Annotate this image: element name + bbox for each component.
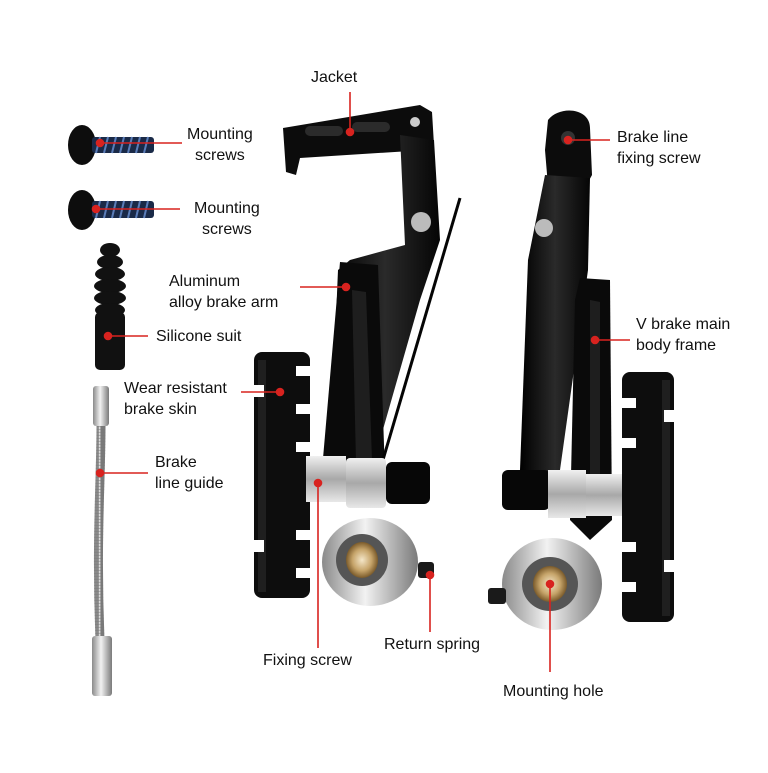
silicone-suit-boot: [94, 243, 126, 370]
label-line-1: Mounting: [187, 126, 253, 143]
label-line-2: screws: [202, 221, 252, 238]
brake-line-guide-noodle: [92, 386, 112, 696]
label-line-2: screws: [195, 147, 245, 164]
label-line-2: brake skin: [124, 401, 197, 418]
leader-lines: [91, 92, 630, 672]
label-jacket: Jacket: [311, 69, 358, 86]
label-line-1: Mounting: [194, 200, 260, 217]
mounting-screw-top: [68, 125, 154, 165]
label-fixing-screw: Fixing screw: [263, 652, 352, 669]
label-brake-line-fixing-screw: Brake line fixing screw: [617, 127, 701, 169]
label-silicone-suit: Silicone suit: [156, 328, 242, 345]
label-mounting-screws-bottom: Mounting screws: [194, 198, 260, 240]
label-line-1: Brake line: [617, 129, 689, 146]
label-line-1: Aluminum: [169, 273, 241, 290]
label-line-2: alloy brake arm: [169, 294, 279, 311]
label-line-2: line guide: [155, 475, 224, 492]
mounting-screw-bottom: [68, 190, 154, 230]
label-brake-line-guide: Brake line guide: [155, 452, 224, 494]
label-mounting-screws-top: Mounting screws: [187, 124, 253, 166]
label-line-1: Brake: [155, 454, 197, 471]
label-mounting-hole: Mounting hole: [503, 683, 604, 700]
label-line-2: body frame: [636, 337, 717, 354]
label-v-brake-main-body-frame: V brake main body frame: [636, 314, 730, 356]
label-line-1: V brake main: [636, 316, 731, 333]
label-aluminum-brake-arm: Aluminum alloy brake arm: [169, 271, 278, 313]
right-brake-arm: [488, 110, 674, 630]
label-return-spring: Return spring: [384, 636, 481, 653]
label-line-1: Wear resistant: [124, 380, 227, 397]
label-wear-resistant-brake-skin: Wear resistant brake skin: [124, 378, 227, 420]
label-line-2: fixing screw: [617, 150, 701, 167]
left-brake-arm: [254, 105, 462, 606]
